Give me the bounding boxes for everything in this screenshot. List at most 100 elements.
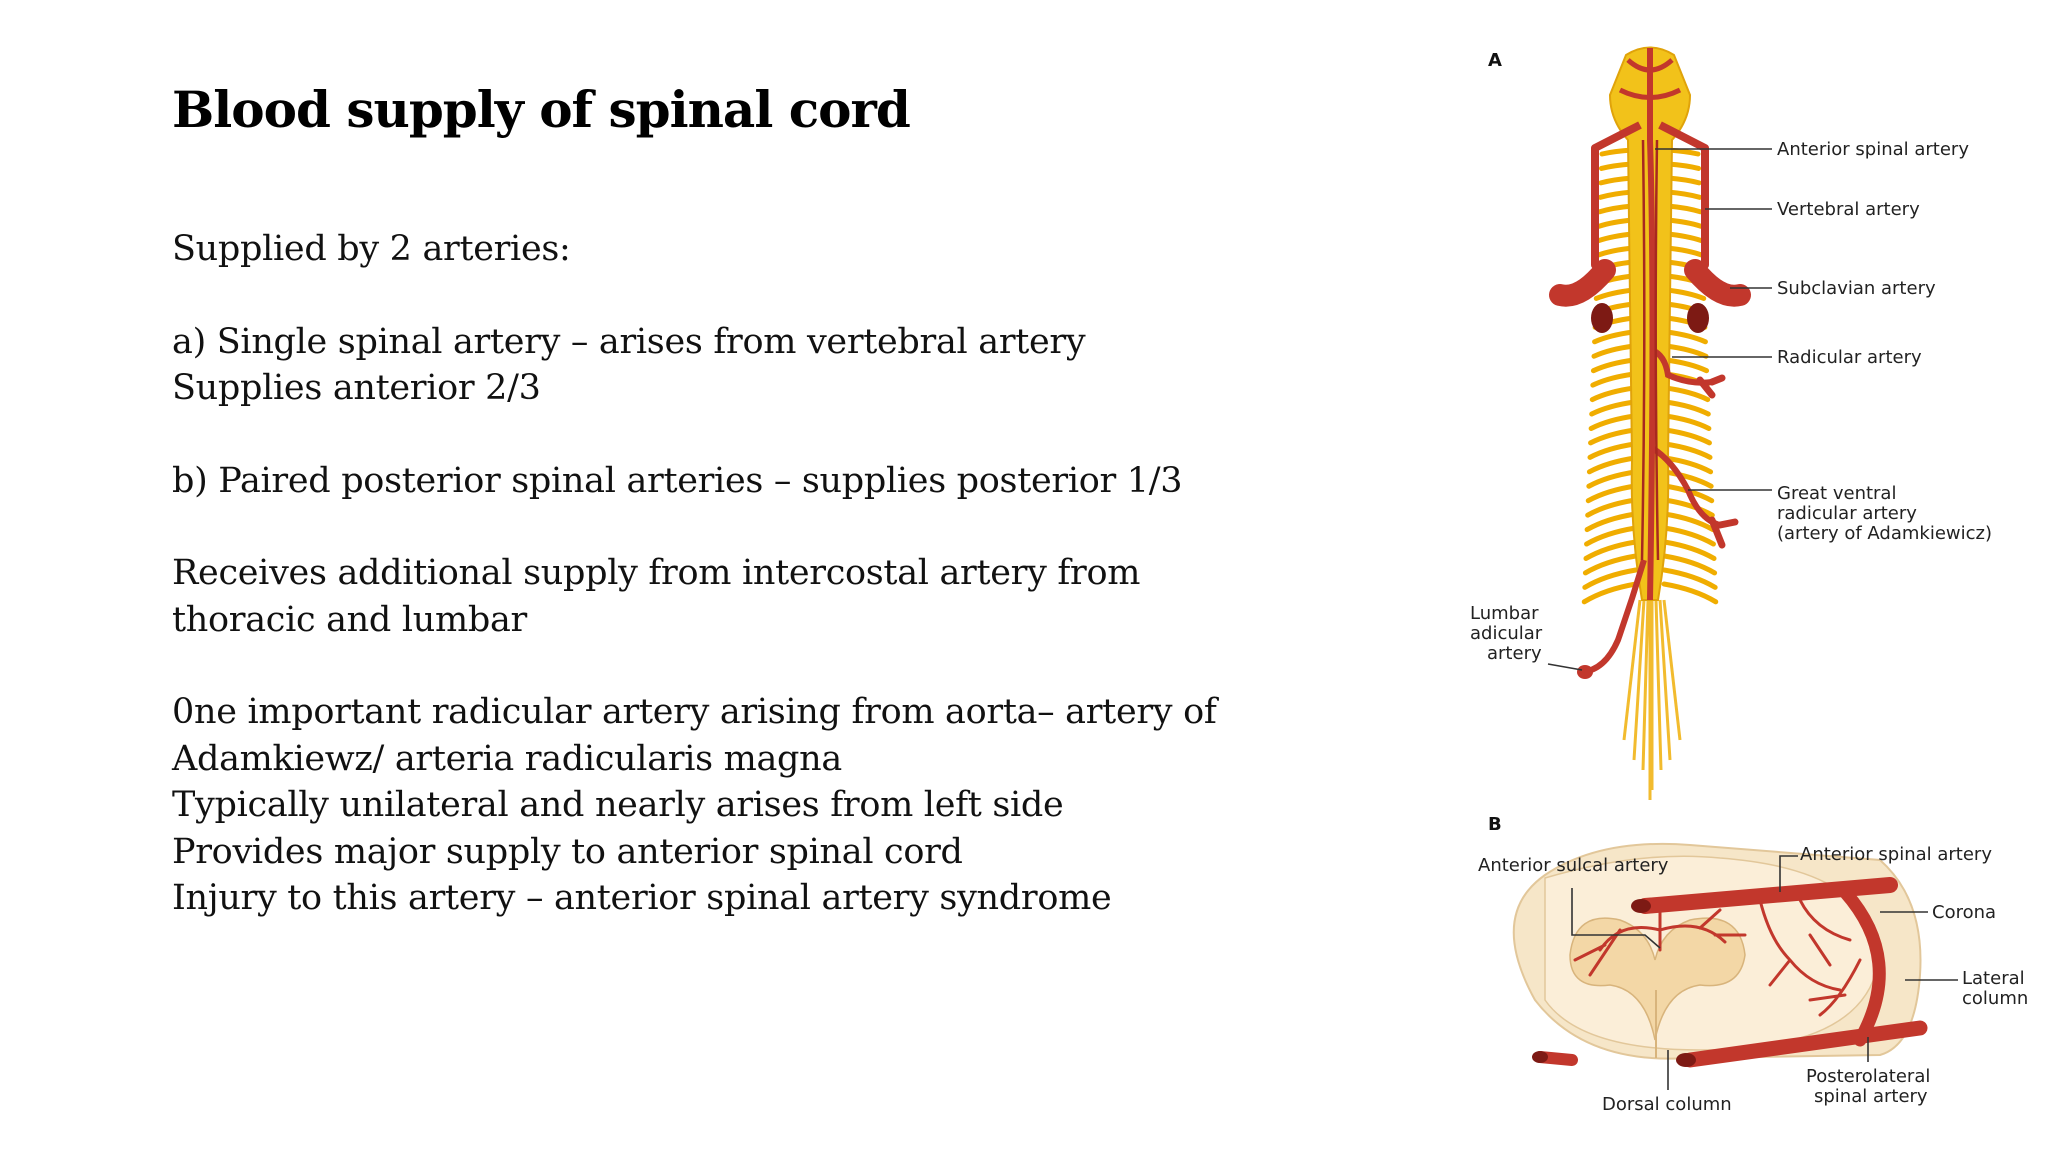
- paragraph-additional-supply: Receives additional supply from intercos…: [172, 550, 1432, 643]
- spinal-nerve-root: [1661, 567, 1718, 590]
- spinal-nerve-root: [1665, 189, 1703, 200]
- text-line: Adamkiewz/ arteria radicularis magna: [172, 738, 842, 779]
- spinal-nerve-root: [1663, 385, 1711, 403]
- paragraph-posterior-spinal-arteries: b) Paired posterior spinal arteries – su…: [172, 458, 1432, 505]
- spinal-nerve-root: [1585, 497, 1638, 518]
- spinal-nerve-root: [1582, 553, 1639, 576]
- spinal-nerve-root: [1587, 441, 1638, 460]
- text-line: Supplies anterior 2/3: [172, 368, 541, 408]
- spinal-nerve-root: [1584, 525, 1638, 547]
- label-great-ventral-1: Great ventral: [1777, 483, 1896, 504]
- label-anterior-spinal-artery: Anterior spinal artery: [1777, 139, 1969, 160]
- panel-b-letter: B: [1488, 814, 1502, 835]
- spinal-nerve-root: [1595, 245, 1636, 258]
- spinal-nerve-root: [1581, 581, 1639, 605]
- label-anterior-sulcal-artery: Anterior sulcal artery: [1478, 855, 1669, 876]
- cauda-equina: [1622, 599, 1682, 800]
- spinal-nerve-root: [1662, 525, 1716, 547]
- paragraph-single-spinal-artery: a) Single spinal artery – arises from ve…: [172, 319, 1432, 412]
- text-line: a) Single spinal artery – arises from ve…: [172, 321, 1086, 362]
- anterior-spinal-opening: [1631, 899, 1651, 913]
- spinal-nerve-root: [1582, 567, 1639, 590]
- text-line: Supplied by 2 arteries:: [172, 229, 571, 269]
- spinal-nerve-root: [1664, 245, 1705, 258]
- spinal-nerve-root: [1662, 511, 1716, 533]
- spinal-nerve-root: [1663, 413, 1712, 431]
- label-lateral-column-2: column: [1962, 988, 2028, 1009]
- text-line: 0ne important radicular artery arising f…: [172, 692, 1217, 732]
- corona-vessel: [1838, 885, 1886, 1047]
- subclavian-artery-left-vessel: [1549, 259, 1616, 307]
- spinal-nerve-root: [1588, 427, 1638, 446]
- label-dorsal-column: Dorsal column: [1602, 1094, 1732, 1115]
- text-line: Typically unilateral and nearly arises f…: [172, 785, 1064, 825]
- spinal-nerve-root: [1664, 287, 1707, 301]
- subclavian-right-opening: [1687, 303, 1709, 333]
- great-ventral-stub: [1708, 516, 1739, 549]
- panel-a-letter: A: [1488, 50, 1502, 71]
- label-posterolateral-1: Posterolateral: [1806, 1066, 1930, 1087]
- label-corona: Corona: [1932, 902, 1996, 923]
- panel-b: B: [1478, 814, 2028, 1115]
- text-line: Provides major supply to anterior spinal…: [172, 831, 963, 872]
- sulcal-branches: [1573, 898, 1862, 1017]
- spinal-nerve-root: [1591, 343, 1637, 359]
- label-lumbar-2: adicular: [1470, 623, 1543, 644]
- label-great-ventral-3: (artery of Adamkiewicz): [1777, 523, 1992, 544]
- spinal-nerve-root: [1590, 371, 1637, 388]
- spinal-nerve-root: [1663, 343, 1709, 359]
- text-line: b) Paired posterior spinal arteries – su…: [172, 460, 1183, 501]
- gray-matter: [1569, 917, 1746, 1041]
- spinal-nerve-root: [1596, 217, 1636, 229]
- spinal-nerve-root: [1588, 413, 1637, 431]
- lumbar-radicular-vessel: [1581, 559, 1647, 675]
- spinal-nerve-root: [1583, 539, 1639, 561]
- spinal-nerve-root: [1597, 203, 1636, 215]
- spinal-nerve-root: [1662, 497, 1715, 518]
- spinal-nerve-root: [1586, 469, 1638, 489]
- text-line: Injury to this artery – anterior spinal …: [172, 878, 1112, 918]
- lumbar-radicular-opening: [1577, 665, 1593, 679]
- slide-title: Blood supply of spinal cord: [172, 80, 911, 139]
- spinal-nerve-root: [1662, 441, 1713, 460]
- posterolateral-left-opening: [1532, 1051, 1548, 1063]
- spinal-nerve-root: [1584, 511, 1638, 533]
- spinal-nerve-root: [1663, 357, 1710, 374]
- spinal-nerve-root: [1664, 231, 1704, 244]
- panel-b-leader-lines: [1571, 855, 1958, 1090]
- spinal-nerve-root: [1593, 287, 1636, 301]
- label-subclavian-artery: Subclavian artery: [1777, 278, 1936, 299]
- posterolateral-opening: [1676, 1053, 1696, 1067]
- spinal-nerve-root: [1597, 189, 1635, 200]
- spinal-nerve-root: [1662, 469, 1714, 489]
- spinal-nerve-root: [1664, 217, 1704, 229]
- radicular-artery-stub: [1696, 374, 1726, 399]
- spinal-nerve-root: [1586, 455, 1638, 475]
- panel-a-leader-lines: [1547, 148, 1772, 671]
- spinal-nerve-root: [1661, 581, 1719, 605]
- anterior-spinal-artery-vessel: [1647, 48, 1656, 601]
- spinal-nerve-root: [1662, 427, 1712, 446]
- subclavian-artery-right-vessel: [1684, 259, 1751, 307]
- label-lumbar-1: Lumbar: [1470, 603, 1539, 624]
- label-anterior-spinal-artery-b: Anterior spinal artery: [1800, 844, 1992, 865]
- spinal-nerve-root: [1589, 399, 1637, 417]
- posterior-spinal-vessels: [1640, 139, 1660, 561]
- spinal-nerve-root: [1663, 399, 1711, 417]
- text-line: thoracic and lumbar: [172, 599, 527, 640]
- spinal-nerve-root: [1590, 357, 1637, 374]
- spinal-nerve-root: [1663, 329, 1708, 345]
- label-vertebral-artery: Vertebral artery: [1777, 199, 1920, 220]
- paragraph-arteries-intro: Supplied by 2 arteries:: [172, 226, 1432, 273]
- spinal-nerve-root: [1664, 203, 1703, 215]
- label-lateral-column-1: Lateral: [1962, 968, 2025, 989]
- spinal-nerve-root: [1596, 231, 1636, 244]
- spinal-nerve-root: [1592, 329, 1637, 345]
- posterolateral-spinal-vessel: [1682, 1020, 1928, 1068]
- label-lumbar-3: artery: [1487, 643, 1542, 664]
- text-line: Receives additional supply from intercos…: [172, 553, 1141, 593]
- label-radicular-artery: Radicular artery: [1777, 347, 1922, 368]
- paragraph-adamkiewicz: 0ne important radicular artery arising f…: [172, 689, 1432, 922]
